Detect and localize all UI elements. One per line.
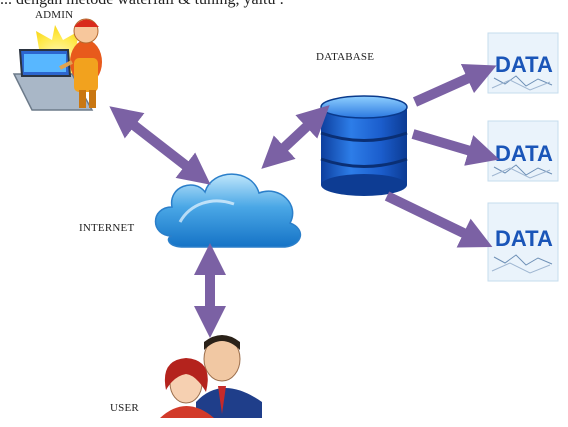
arrow-db-data3 (384, 191, 493, 248)
user-label: USER (110, 402, 139, 414)
admin-laptop-icon (12, 18, 102, 111)
top-cut-text: ... dengan metode waterfall & tuning, ya… (0, 0, 568, 9)
admin-label: ADMIN (35, 9, 74, 21)
database-cylinder-icon (320, 95, 408, 196)
data-label-2: DATA (495, 141, 553, 166)
arrow-db-data1 (412, 63, 497, 107)
data-document-2 (487, 120, 559, 182)
arrow-admin-internet (109, 106, 211, 185)
data-label-1: DATA (495, 52, 553, 77)
internet-label: INTERNET (79, 222, 135, 234)
data-document-1 (487, 32, 559, 94)
users-icon (160, 335, 262, 418)
database-label: DATABASE (316, 51, 375, 63)
arrow-db-data2 (411, 129, 500, 166)
arrow-internet-database (261, 105, 330, 169)
cloud-icon (154, 173, 301, 248)
data-label-3: DATA (495, 226, 553, 251)
